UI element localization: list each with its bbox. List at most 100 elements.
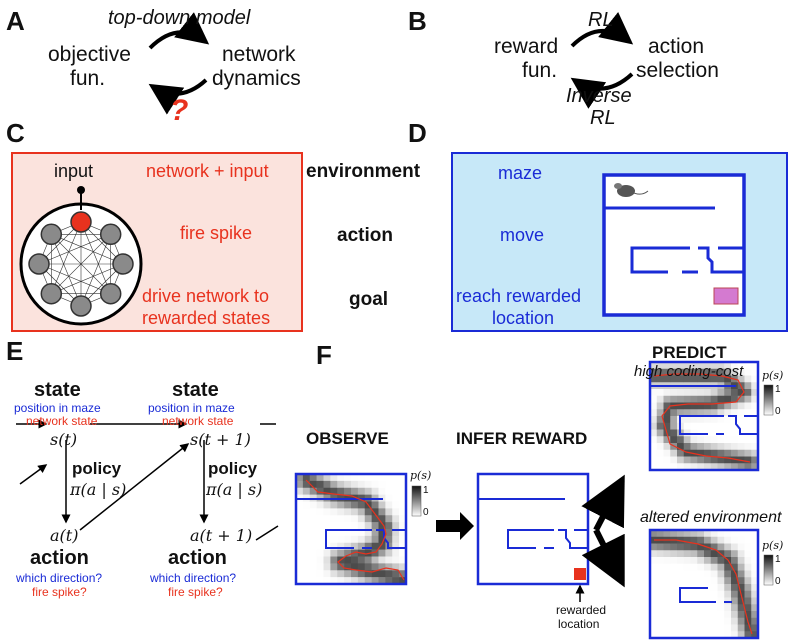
heatmap-cell	[724, 611, 732, 619]
heatmap-cell	[731, 368, 739, 376]
maze-observe-walls	[296, 498, 406, 549]
heatmap-cell	[737, 536, 745, 544]
network-node	[99, 223, 122, 246]
heatmap-cell	[663, 550, 671, 558]
heatmap-cell	[690, 443, 698, 451]
heatmap-cell	[392, 501, 400, 509]
fork-arrow-up	[581, 474, 625, 532]
heatmap-cell	[399, 556, 407, 564]
heatmap-cell	[656, 550, 664, 558]
heatmap-cell	[378, 501, 386, 509]
heatmap-cell	[697, 416, 705, 424]
heatmap-cell	[663, 362, 671, 370]
heatmap-cell	[302, 529, 311, 537]
heatmap-cell	[690, 436, 698, 444]
heatmap-cell	[323, 487, 331, 495]
heatmap-cell	[683, 368, 691, 376]
heatmap-cell	[744, 436, 752, 444]
c-env-text: network + input	[146, 161, 269, 181]
b-reward-label: reward	[494, 35, 559, 58]
heatmap-cell	[351, 556, 359, 564]
heatmap-cell	[316, 508, 324, 516]
heatmap-cell	[650, 611, 658, 619]
heatmap-cell	[302, 577, 311, 585]
heatmap-cell	[751, 375, 759, 383]
heatmap-cell	[371, 522, 379, 530]
heatmap-cell	[378, 508, 386, 516]
heatmap-cell	[697, 436, 705, 444]
heatmap-cell	[731, 530, 739, 538]
heatmap-cell	[731, 550, 739, 558]
heatmap-cell	[323, 501, 331, 509]
heatmap-cell	[330, 577, 338, 585]
f-altered-label: altered environment	[640, 509, 782, 526]
heatmap-cell	[731, 584, 739, 592]
heatmap-cell	[323, 515, 331, 523]
heatmap-cell	[650, 436, 658, 444]
heatmap-cell	[704, 631, 712, 639]
heatmap-cell	[670, 409, 678, 417]
heatmap-cell	[337, 549, 345, 557]
heatmap-cell	[737, 375, 745, 383]
heatmap-cell	[670, 375, 678, 383]
heatmap-cell	[751, 604, 759, 612]
network-node	[99, 282, 122, 305]
heatmap-cell	[731, 597, 739, 605]
heatmap-cell	[337, 487, 345, 495]
heatmap-cell	[392, 529, 400, 537]
heatmap-cell	[751, 463, 759, 471]
heatmap-cell	[697, 611, 705, 619]
heatmap-cell	[670, 422, 678, 430]
heatmap-cell	[650, 368, 658, 376]
heatmap-cell	[316, 501, 324, 509]
observe-colorbar	[411, 485, 422, 517]
heatmap-cell	[656, 563, 664, 571]
heatmap-cell	[392, 563, 400, 571]
heatmap-cell	[656, 368, 664, 376]
heatmap-cell	[663, 597, 671, 605]
heatmap-cell	[357, 577, 366, 585]
heatmap-cell	[323, 570, 331, 578]
c-goal-text-2: rewarded states	[142, 308, 271, 328]
heatmap-cell	[690, 590, 698, 598]
heatmap-cell	[656, 611, 664, 619]
heatmap-cell	[302, 487, 311, 495]
heatmap-cell	[399, 515, 407, 523]
heatmap-cell	[704, 550, 712, 558]
heatmap-cell	[731, 395, 739, 403]
heatmap-cell	[670, 584, 678, 592]
heatmap-cell	[683, 570, 691, 578]
network-node	[40, 223, 63, 246]
heatmap-cell	[316, 570, 324, 578]
heatmap-cell	[344, 570, 352, 578]
heatmap-cell	[357, 529, 366, 537]
heatmap-cell	[371, 535, 379, 544]
heatmap-cell	[724, 443, 732, 451]
heatmap-cell	[677, 577, 685, 585]
heatmap-cell	[724, 375, 732, 383]
heatmap-cell	[677, 624, 685, 632]
heatmap-cell	[316, 487, 324, 495]
heatmap-cell	[656, 402, 664, 410]
heatmap-cell	[704, 530, 712, 538]
heatmap-cell	[309, 570, 317, 578]
heatmap-cell	[670, 436, 678, 444]
observe-trajectory	[305, 479, 405, 581]
heatmap-cell	[650, 530, 658, 538]
heatmap-cell	[710, 395, 718, 403]
heatmap-cell	[323, 474, 331, 482]
heatmap-cell	[744, 382, 752, 390]
heatmap-cell	[371, 556, 379, 564]
heatmap-cell	[323, 508, 331, 516]
heatmap-cell	[717, 590, 725, 598]
heatmap-cell	[309, 501, 317, 509]
heatmap-cell	[731, 389, 739, 397]
heatmap-cell	[385, 480, 393, 489]
heatmap-cell	[704, 463, 712, 471]
heatmap-cell	[399, 563, 407, 571]
a-question-mark: ?	[170, 94, 189, 127]
heatmap-cell	[710, 456, 718, 464]
heatmap-cell	[392, 522, 400, 530]
heatmap-cell	[323, 556, 331, 564]
heatmap-cell	[344, 529, 352, 537]
